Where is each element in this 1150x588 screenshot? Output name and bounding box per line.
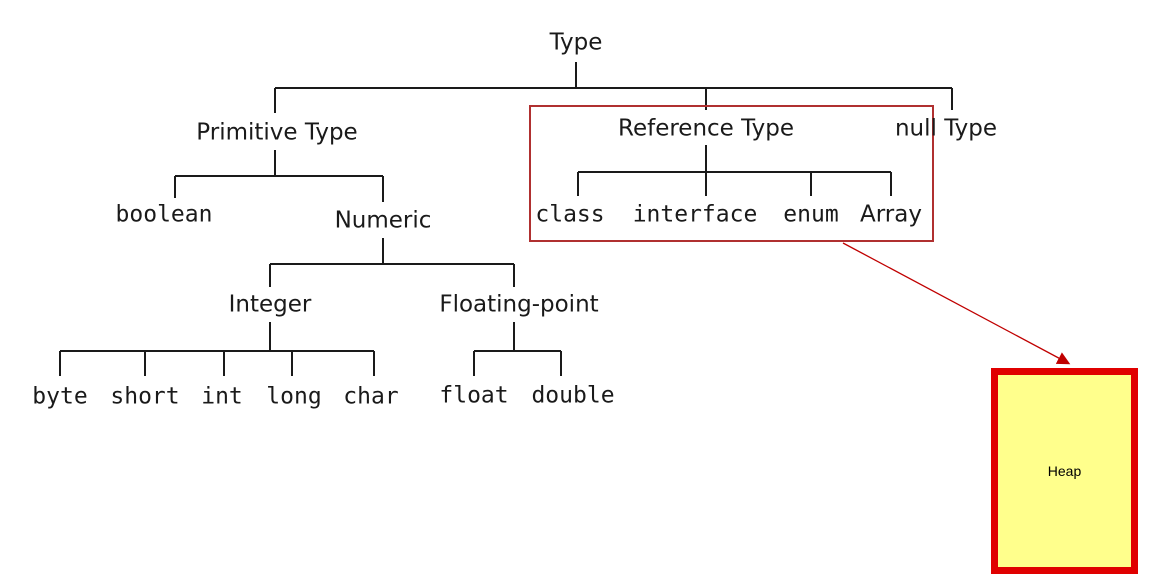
reference-to-heap-arrow — [842, 242, 1071, 365]
leaf-double: double — [531, 382, 615, 409]
leaf-int: int — [201, 383, 243, 410]
node-primitive-type: Primitive Type — [196, 119, 358, 146]
leaf-char: char — [343, 383, 399, 410]
leaf-enum: enum — [783, 201, 839, 228]
node-null-type: null Type — [894, 115, 998, 142]
reference-type-highlight-box — [529, 105, 934, 242]
leaf-float: float — [439, 382, 509, 409]
node-reference-type: Reference Type — [618, 115, 794, 142]
node-type: Type — [549, 29, 603, 56]
leaf-short: short — [110, 383, 180, 410]
node-floating-point: Floating-point — [439, 291, 599, 318]
heap-box: Heap — [991, 368, 1138, 574]
node-numeric: Numeric — [334, 207, 432, 234]
heap-label: Heap — [1047, 463, 1082, 479]
leaf-array: Array — [860, 201, 922, 228]
leaf-byte: byte — [32, 383, 88, 410]
leaf-class: class — [535, 201, 605, 228]
leaf-long: long — [266, 383, 322, 410]
node-integer: Integer — [228, 291, 312, 318]
leaf-interface: interface — [632, 201, 758, 228]
node-boolean: boolean — [115, 201, 213, 228]
